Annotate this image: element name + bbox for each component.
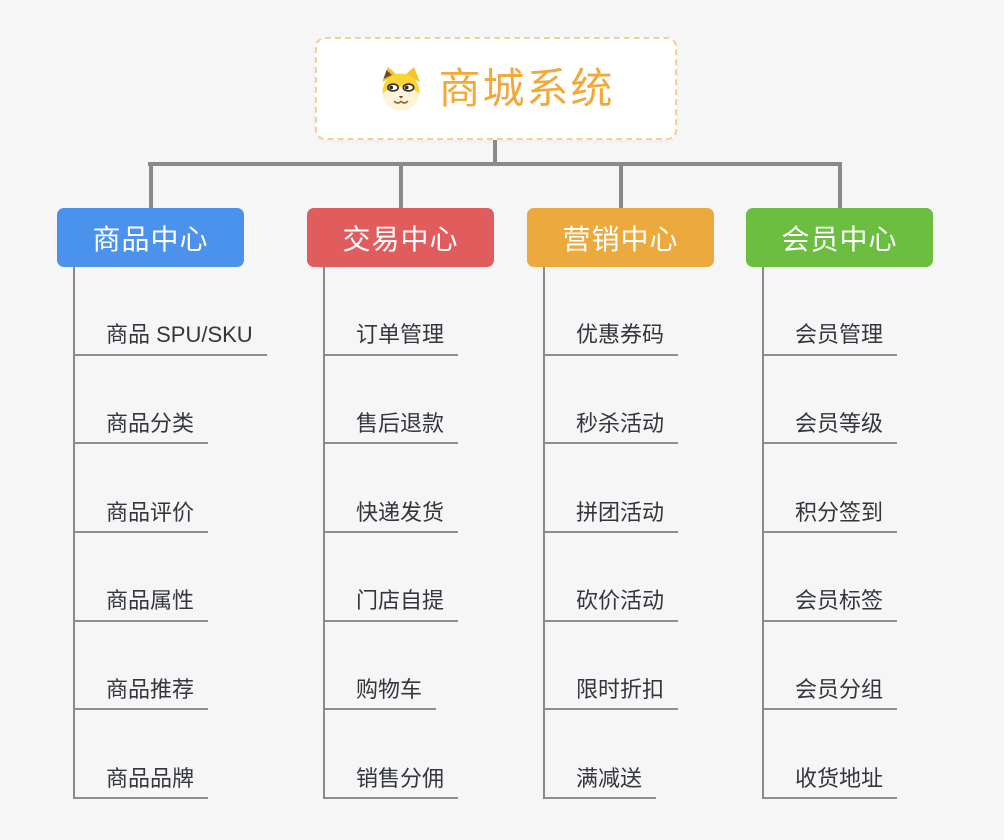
leaf-label: 秒杀活动 (576, 411, 665, 437)
leaf-label: 快递发货 (356, 499, 445, 525)
leaf-label: 积分签到 (795, 499, 884, 525)
connector-drop (398, 162, 403, 209)
leaf-node[interactable]: 会员管理 (764, 267, 898, 356)
leaf-label: 砍价活动 (576, 588, 665, 614)
connector-drop (148, 162, 153, 209)
leaf-label: 商品品牌 (106, 765, 195, 791)
leaf-node[interactable]: 门店自提 (325, 533, 459, 622)
leaf-node[interactable]: 积分签到 (764, 444, 898, 533)
branch-column-3: 优惠券码秒杀活动拼团活动砍价活动限时折扣满减送 (543, 267, 679, 799)
leaf-label: 会员管理 (795, 322, 884, 348)
leaf-node[interactable]: 售后退款 (325, 356, 459, 445)
leaf-label: 商品属性 (106, 588, 195, 614)
leaf-node[interactable]: 销售分佣 (325, 710, 459, 799)
root-title: 商城系统 (438, 64, 615, 112)
leaf-node[interactable]: 会员等级 (764, 356, 898, 445)
leaf-node[interactable]: 商品 SPU/SKU (75, 267, 267, 356)
leaf-node[interactable]: 满减送 (545, 710, 657, 799)
leaf-label: 优惠券码 (576, 322, 665, 348)
leaf-node[interactable]: 商品推荐 (75, 622, 209, 711)
leaf-label: 限时折扣 (576, 677, 665, 703)
connector-root-stub (493, 140, 497, 164)
leaf-label: 购物车 (356, 677, 423, 703)
branch-node-2[interactable]: 交易中心 (307, 208, 494, 267)
leaf-label: 商品推荐 (106, 677, 195, 703)
doge-icon (382, 66, 421, 111)
leaf-label: 会员分组 (795, 677, 884, 703)
leaf-label: 商品 SPU/SKU (106, 322, 253, 348)
leaf-label: 销售分佣 (356, 765, 445, 791)
branch-node-4[interactable]: 会员中心 (746, 208, 933, 267)
leaf-node[interactable]: 购物车 (325, 622, 437, 711)
leaf-node[interactable]: 秒杀活动 (545, 356, 679, 445)
leaf-node[interactable]: 限时折扣 (545, 622, 679, 711)
leaf-node[interactable]: 商品属性 (75, 533, 209, 622)
connector-drop (618, 162, 623, 209)
leaf-label: 收货地址 (795, 765, 884, 791)
leaf-node[interactable]: 砍价活动 (545, 533, 679, 622)
leaf-node[interactable]: 拼团活动 (545, 444, 679, 533)
leaf-node[interactable]: 商品评价 (75, 444, 209, 533)
root-node[interactable]: 商城系统 (315, 37, 677, 140)
leaf-label: 会员等级 (795, 411, 884, 437)
leaf-label: 商品评价 (106, 499, 195, 525)
branch-column-4: 会员管理会员等级积分签到会员标签会员分组收货地址 (762, 267, 898, 799)
branch-node-3[interactable]: 营销中心 (527, 208, 714, 267)
leaf-node[interactable]: 收货地址 (764, 710, 898, 799)
connector-drop (837, 162, 842, 209)
leaf-node[interactable]: 订单管理 (325, 267, 459, 356)
leaf-label: 满减送 (576, 765, 643, 791)
branch-node-1[interactable]: 商品中心 (57, 208, 244, 267)
leaf-label: 拼团活动 (576, 499, 665, 525)
connector-horizontal (148, 162, 842, 166)
leaf-node[interactable]: 会员标签 (764, 533, 898, 622)
leaf-label: 订单管理 (356, 322, 445, 348)
leaf-node[interactable]: 快递发货 (325, 444, 459, 533)
leaf-node[interactable]: 商品分类 (75, 356, 209, 445)
leaf-node[interactable]: 优惠券码 (545, 267, 679, 356)
leaf-label: 门店自提 (356, 588, 445, 614)
leaf-label: 会员标签 (795, 588, 884, 614)
branch-column-1: 商品 SPU/SKU 商品分类商品评价商品属性商品推荐商品品牌 (73, 267, 267, 799)
leaf-node[interactable]: 会员分组 (764, 622, 898, 711)
leaf-label: 商品分类 (106, 411, 195, 437)
leaf-node[interactable]: 商品品牌 (75, 710, 209, 799)
branch-column-2: 订单管理售后退款快递发货门店自提购物车销售分佣 (323, 267, 459, 799)
leaf-label: 售后退款 (356, 411, 445, 437)
